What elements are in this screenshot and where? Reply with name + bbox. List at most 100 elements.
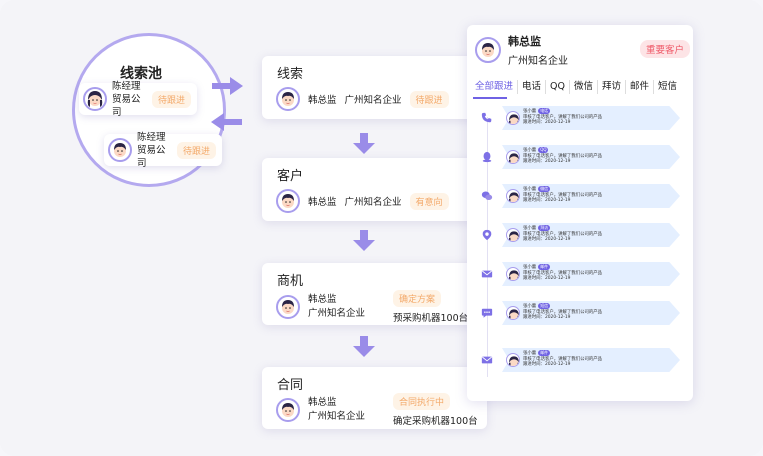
avatar-female-icon: [506, 111, 520, 125]
pool-card-company: 贸易公司: [112, 93, 141, 118]
timeline-entry[interactable]: [502, 223, 680, 247]
stage-title: 客户: [277, 169, 304, 184]
timeline-entry[interactable]: [502, 145, 680, 169]
stage-card-opportunity[interactable]: 商机 韩总监 广州知名企业 确定方案 预采购机器100台: [262, 263, 487, 325]
timeline-entry-text: 张小蕾拜访审核了电话客户，讲解了我们公司的产品跟进时间：2020-12-19: [523, 225, 602, 243]
pool-card-company: 贸易公司: [137, 144, 166, 169]
timeline-content: 审核了电话客户，讲解了我们公司的产品: [523, 153, 603, 159]
timeline-author: 张小蕾: [523, 304, 537, 309]
timeline-time: 跟进时间：2020-12-19: [523, 159, 571, 165]
timeline-entry[interactable]: [502, 301, 680, 325]
avatar-female-icon: [506, 353, 520, 367]
stage-note: 预采购机器100台: [393, 313, 469, 324]
timeline-line: [487, 117, 488, 377]
timeline-author: 张小蕾: [523, 226, 537, 231]
timeline-type-chip: 电话: [538, 108, 551, 114]
location-icon[interactable]: [479, 227, 495, 243]
avatar-female-icon: [506, 189, 520, 203]
timeline-entry[interactable]: [502, 348, 680, 372]
contact-info: 韩总监 广州知名企业: [308, 396, 365, 424]
followup-tabs: 全部跟进 电话 QQ 微信 拜访 邮件 短信: [471, 80, 681, 94]
contact-company: 广州知名企业: [308, 411, 366, 422]
timeline-entry-text: 张小蕾邮件审核了电话客户，讲解了我们公司的产品跟进时间：2020-12-19: [523, 350, 602, 368]
avatar-male-icon: [276, 189, 300, 213]
tab-all[interactable]: 全部跟进: [471, 80, 519, 94]
stage-card-lead[interactable]: 线索 韩总监 广州知名企业 待跟进: [262, 56, 487, 119]
timeline-content: 审核了电话客户，讲解了我们公司的产品: [523, 270, 603, 276]
phone-icon[interactable]: [479, 110, 495, 126]
pool-card-name: 陈经理: [137, 131, 166, 143]
timeline-entry[interactable]: [502, 106, 680, 130]
pool-card-info: 陈经理 贸易公司: [137, 131, 172, 170]
stage-note: 确定采购机器100台: [393, 416, 478, 427]
timeline-type-chip: 邮件: [538, 350, 551, 356]
avatar-male-icon: [276, 87, 300, 111]
timeline-author: 张小蕾: [523, 351, 537, 356]
timeline-author: 张小蕾: [523, 265, 537, 270]
tab-wechat[interactable]: 微信: [570, 80, 599, 94]
mail-icon[interactable]: [479, 352, 495, 368]
arrow-left-icon: [211, 113, 242, 131]
sms-icon[interactable]: [479, 305, 495, 321]
timeline-entry[interactable]: [502, 262, 680, 286]
tab-phone[interactable]: 电话: [518, 80, 547, 94]
detail-contact-name: 韩总监: [508, 35, 541, 48]
timeline-entry-text: 张小蕾短信审核了电话客户，讲解了我们公司的产品跟进时间：2020-12-19: [523, 303, 602, 321]
contact-company: 广州知名企业: [344, 95, 402, 106]
avatar-male-icon: [276, 295, 300, 319]
arrow-down-icon: [353, 230, 375, 251]
avatar-male-icon: [108, 138, 132, 162]
qq-icon[interactable]: [479, 149, 495, 165]
arrow-right-icon: [212, 77, 243, 95]
stage-contact-row: 韩总监 广州知名企业 待跟进: [276, 87, 449, 111]
status-tag: 有意向: [409, 192, 449, 210]
timeline-content: 审核了电话客户，讲解了我们公司的产品: [523, 356, 603, 362]
timeline-type-chip: QQ: [538, 147, 549, 153]
tab-visit[interactable]: 拜访: [598, 80, 627, 94]
pool-card[interactable]: 陈经理 贸易公司 待跟进: [104, 132, 222, 169]
stage-status-group: 确定方案 预采购机器100台: [393, 290, 468, 324]
status-tag: 合同执行中: [393, 393, 451, 410]
stage-title: 线索: [277, 67, 304, 82]
arrow-down-icon: [353, 133, 375, 154]
stage-card-customer[interactable]: 客户 韩总监 广州知名企业 有意向: [262, 158, 487, 221]
timeline-content: 审核了电话客户，讲解了我们公司的产品: [523, 114, 603, 120]
wechat-icon[interactable]: [479, 188, 495, 204]
timeline-type-chip: 微信: [538, 186, 551, 192]
contact-company: 广州知名企业: [308, 308, 366, 319]
timeline-author: 张小蕾: [523, 148, 537, 153]
active-tab-indicator: [473, 97, 507, 99]
arrow-down-icon: [353, 336, 375, 357]
timeline-time: 跟进时间：2020-12-19: [523, 315, 571, 321]
contact-info: 韩总监 广州知名企业: [308, 293, 365, 321]
pool-card-info: 陈经理 贸易公司: [112, 80, 147, 119]
stage-card-contract[interactable]: 合同 韩总监 广州知名企业 合同执行中 确定采购机器100台: [262, 367, 487, 429]
contact-name: 韩总监: [308, 197, 337, 208]
customer-detail-panel: 韩总监 广州知名企业 重要客户 全部跟进 电话 QQ 微信 拜访 邮件 短信 张…: [467, 25, 693, 401]
status-tag: 待跟进: [151, 90, 191, 108]
avatar-female-icon: [506, 306, 520, 320]
lead-pool-title: 线索池: [120, 66, 162, 82]
timeline-content: 审核了电话客户，讲解了我们公司的产品: [523, 309, 603, 315]
mail-icon[interactable]: [479, 266, 495, 282]
pool-card[interactable]: 陈经理 贸易公司 待跟进: [79, 81, 197, 118]
stage-status-group: 合同执行中 确定采购机器100台: [393, 393, 478, 427]
avatar-female-icon: [506, 267, 520, 281]
timeline-type-chip: 邮件: [538, 264, 551, 270]
timeline-time: 跟进时间：2020-12-19: [523, 120, 571, 126]
status-tag: 待跟进: [409, 90, 449, 108]
avatar-female-icon: [506, 228, 520, 242]
tab-mail[interactable]: 邮件: [626, 80, 655, 94]
timeline-time: 跟进时间：2020-12-19: [523, 198, 571, 204]
stage-title: 商机: [277, 274, 304, 289]
timeline-entry-text: 张小蕾微信审核了电话客户，讲解了我们公司的产品跟进时间：2020-12-19: [523, 186, 602, 204]
timeline-time: 跟进时间：2020-12-19: [523, 276, 571, 282]
status-tag: 待跟进: [176, 141, 216, 159]
contact-company: 广州知名企业: [344, 197, 402, 208]
tab-qq[interactable]: QQ: [546, 80, 570, 94]
tab-sms[interactable]: 短信: [658, 81, 678, 92]
timeline-entry[interactable]: [502, 184, 680, 208]
contact-name: 韩总监: [308, 294, 337, 305]
timeline-type-chip: 拜访: [538, 225, 551, 231]
